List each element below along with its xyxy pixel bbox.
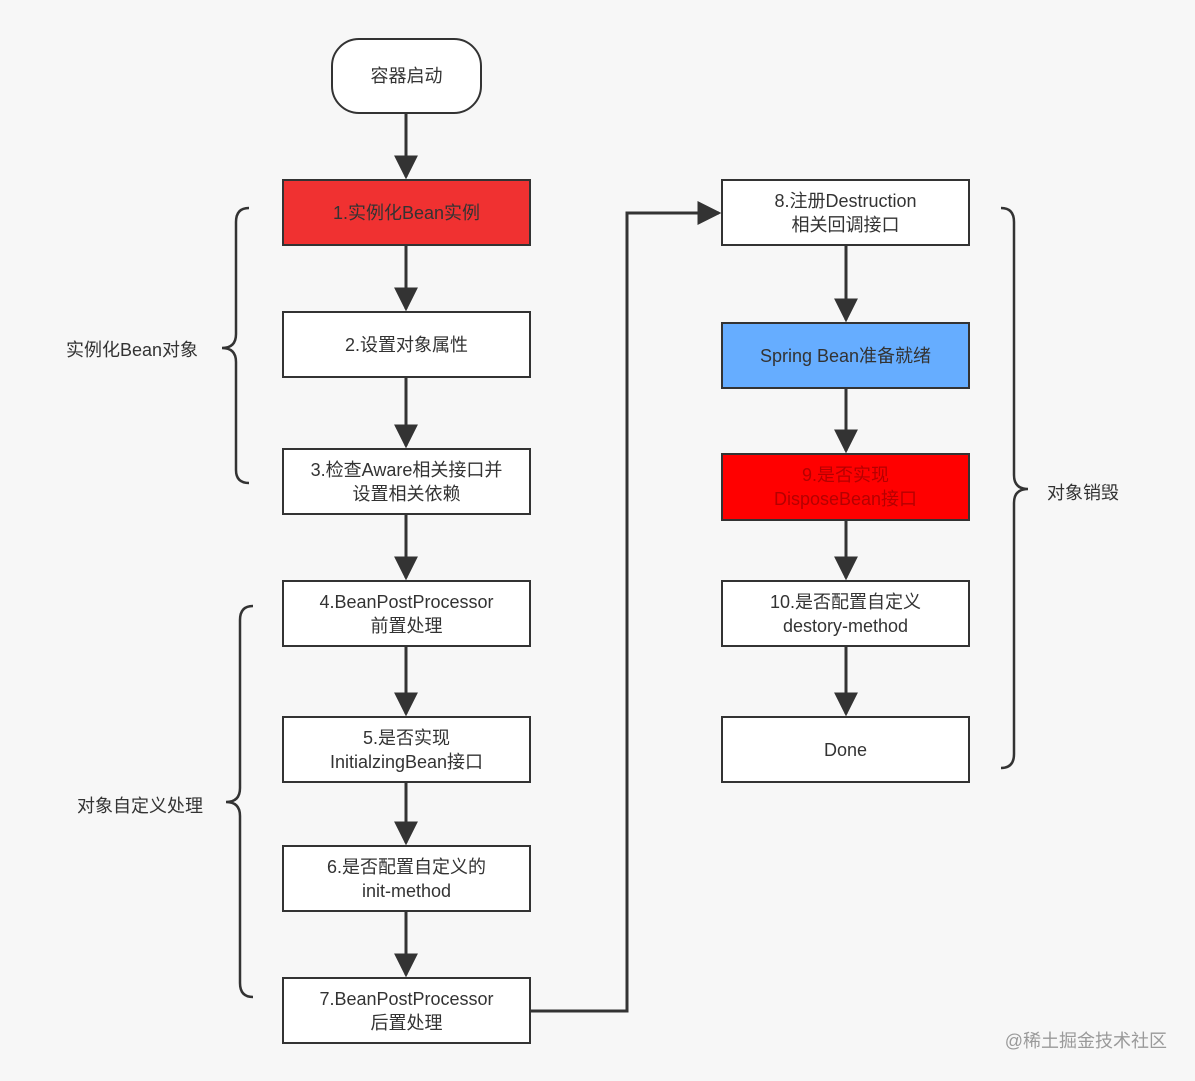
node-destroy-method: 10.是否配置自定义 destory-method [721, 580, 970, 647]
node-text-line: 2.设置对象属性 [344, 334, 468, 355]
node-initializing-bean: 5.是否实现 InitialzingBean接口 [282, 716, 531, 783]
node-text-line: destory-method [782, 615, 909, 636]
node-dispose-bean: 9.是否实现 DisposeBean接口 [721, 453, 970, 521]
node-container-start: 容器启动 [331, 38, 482, 114]
node-text-line: 容器启动 [370, 66, 443, 86]
node-text-line: 3.检查Aware相关接口并 [310, 459, 503, 480]
arrow-7-to-8 [531, 201, 722, 1013]
brace-customize [225, 604, 254, 999]
group-label-customize: 对象自定义处理 [77, 796, 203, 816]
node-init-method: 6.是否配置自定义的 init-method [282, 845, 531, 912]
node-text-line: 4.BeanPostProcessor [319, 591, 494, 612]
node-text-line: 7.BeanPostProcessor [319, 988, 494, 1009]
node-text-line: Spring Bean准备就绪 [759, 345, 932, 366]
node-text-line: 10.是否配置自定义 [769, 591, 922, 612]
node-text-line: 8.注册Destruction [774, 190, 917, 211]
node-text-line: 6.是否配置自定义的 [326, 856, 486, 877]
node-done: Done [721, 716, 970, 783]
node-text-line: 1.实例化Bean实例 [332, 202, 481, 223]
node-bean-ready: Spring Bean准备就绪 [721, 322, 970, 389]
node-text-line: 相关回调接口 [791, 214, 900, 235]
watermark: @稀土掘金技术社区 [1004, 1031, 1167, 1051]
group-label-instantiate: 实例化Bean对象 [66, 340, 199, 360]
group-label-destroy: 对象销毁 [1047, 483, 1119, 503]
node-instantiate-bean: 1.实例化Bean实例 [282, 179, 531, 246]
node-check-aware: 3.检查Aware相关接口并设置相关依赖 [282, 448, 531, 515]
node-bpp-before: 4.BeanPostProcessor 前置处理 [282, 580, 531, 647]
node-text-line: 前置处理 [370, 615, 443, 636]
node-text-line: 9.是否实现 [801, 465, 889, 485]
node-bpp-after: 7.BeanPostProcessor 后置处理 [282, 977, 531, 1044]
brace-destroy [1000, 206, 1029, 770]
node-register-destruction: 8.注册Destruction 相关回调接口 [721, 179, 970, 246]
brace-instantiate [221, 206, 250, 485]
node-text-line: Done [823, 739, 868, 760]
node-text-line: 设置相关依赖 [352, 483, 461, 504]
node-text-line: DisposeBean接口 [773, 489, 918, 509]
node-text-line: InitialzingBean接口 [329, 751, 484, 772]
node-text-line: 后置处理 [370, 1012, 443, 1033]
node-text-line: init-method [361, 880, 452, 901]
node-set-properties: 2.设置对象属性 [282, 311, 531, 378]
node-text-line: 5.是否实现 [362, 727, 450, 748]
